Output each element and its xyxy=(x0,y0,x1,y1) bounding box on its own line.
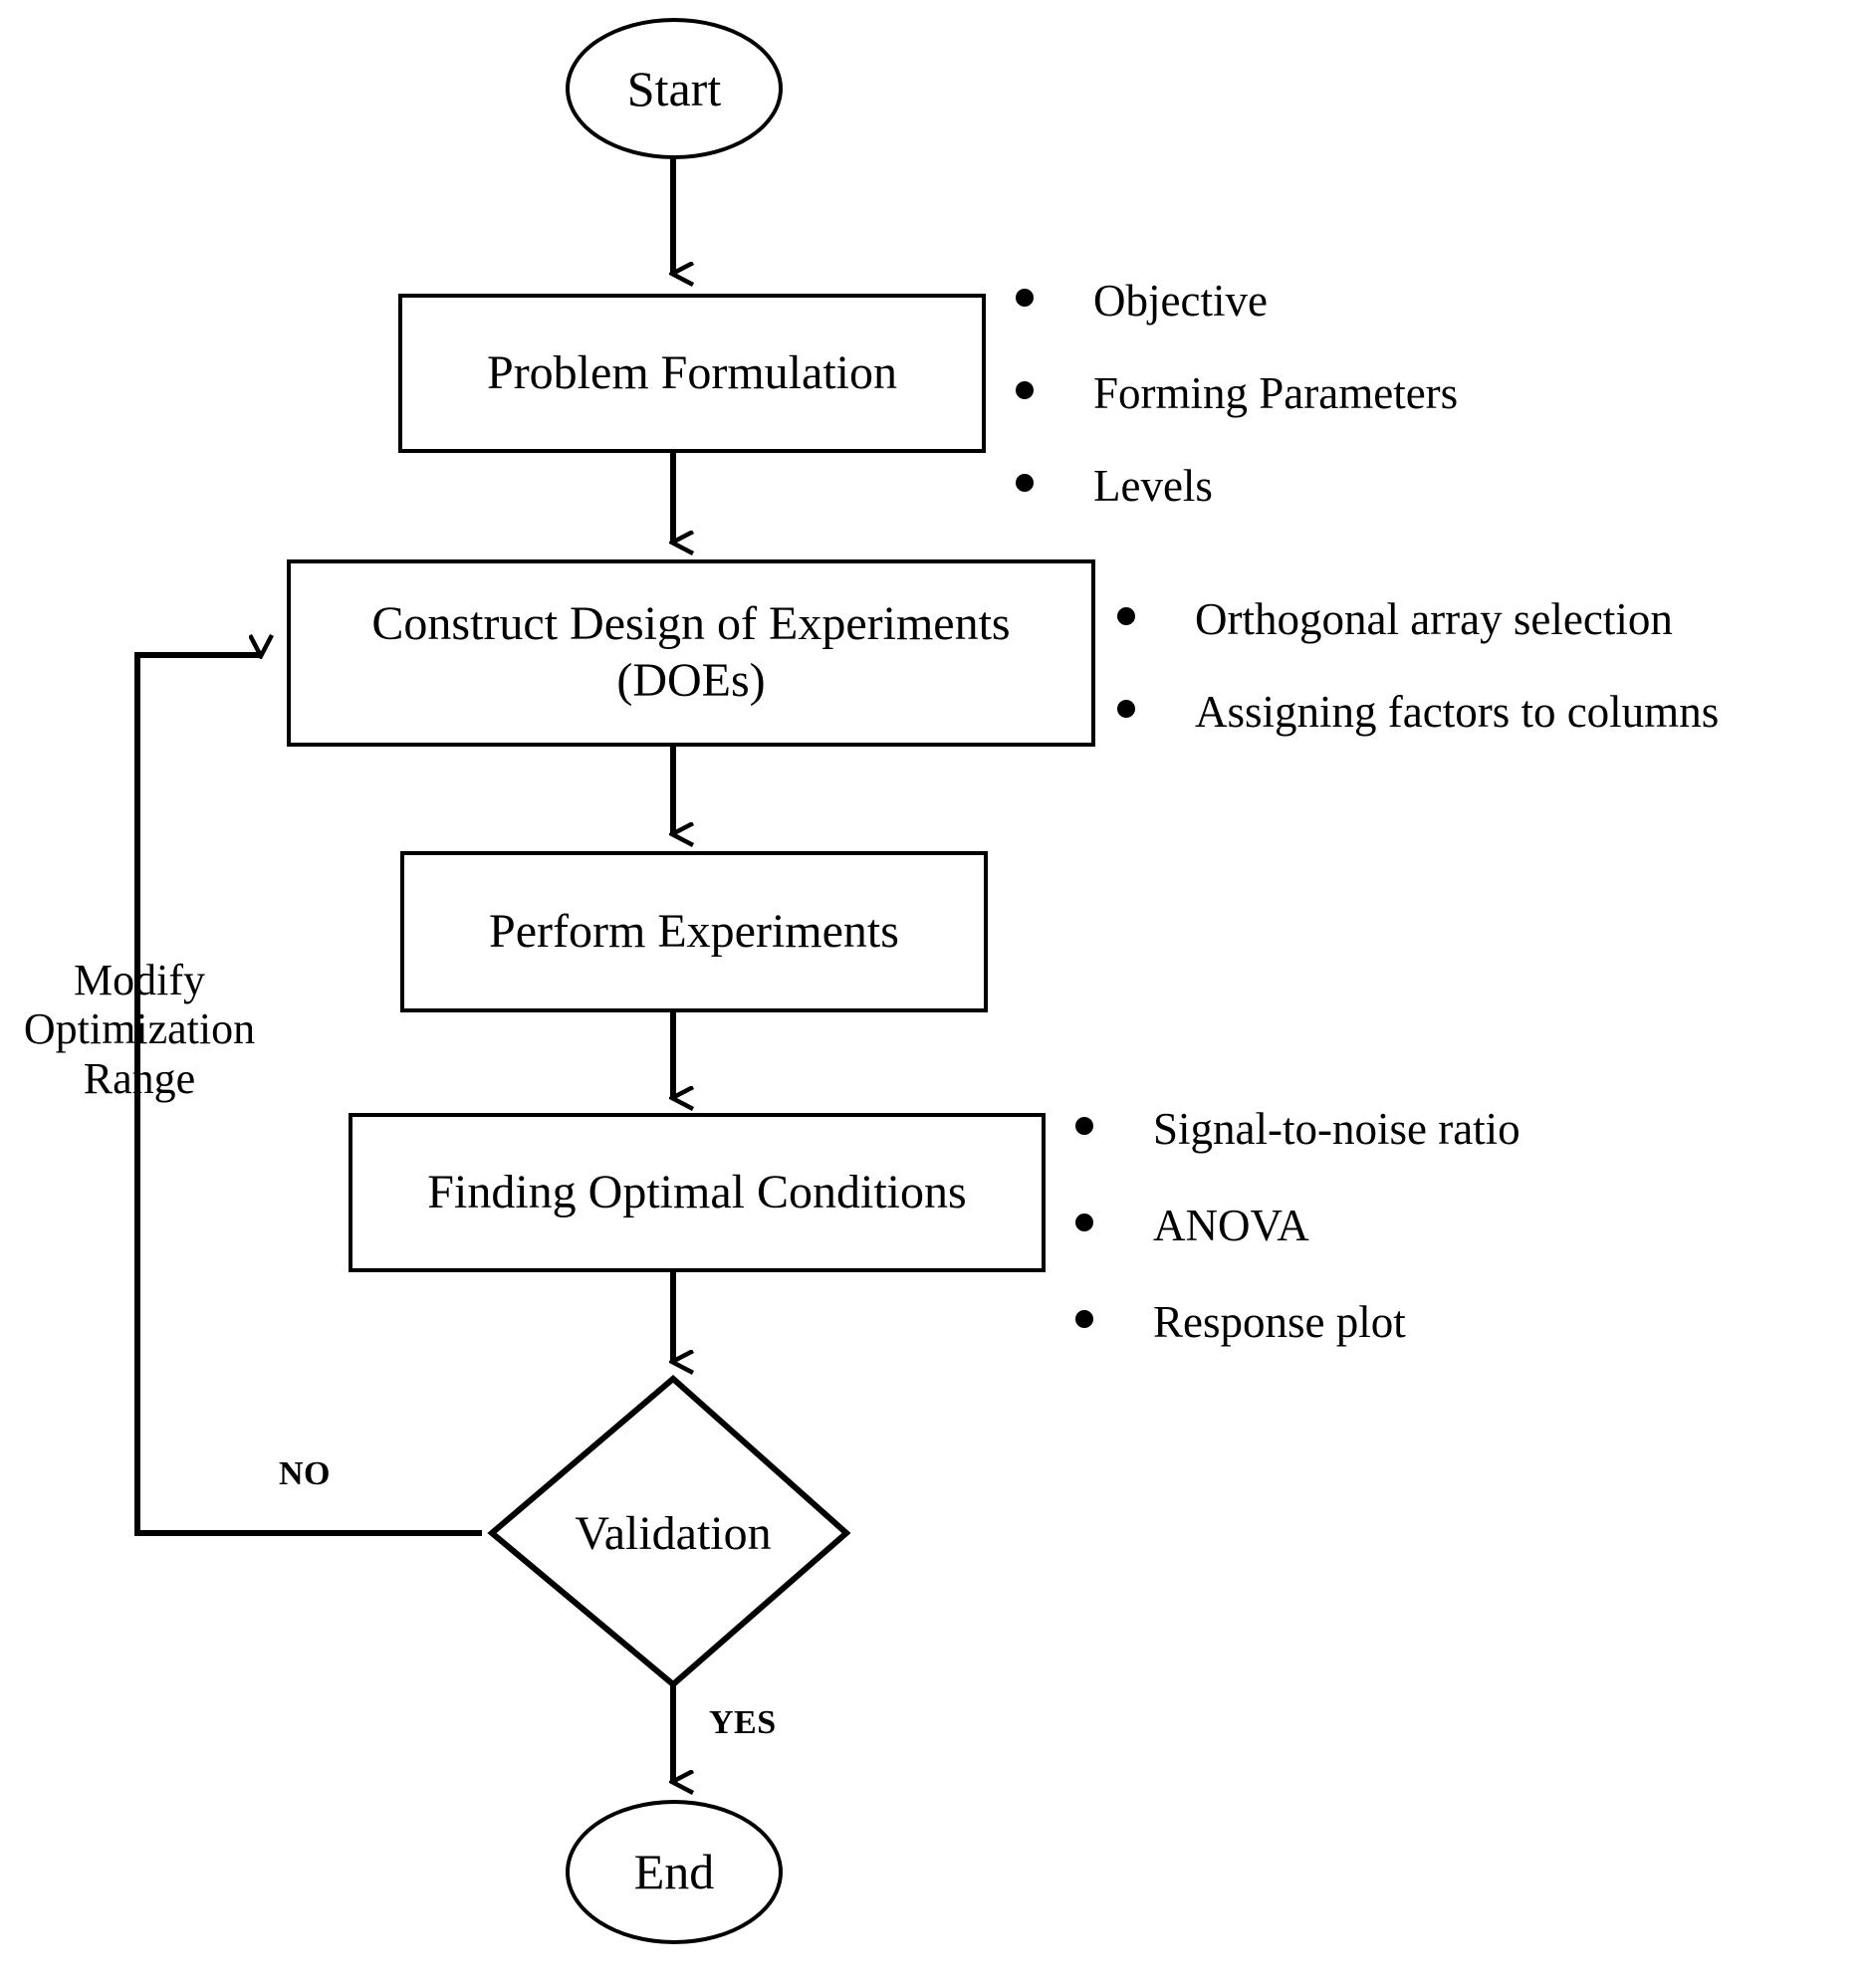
bullet-dot-icon xyxy=(1117,700,1135,718)
edge-label-yes: YES xyxy=(709,1704,777,1742)
bullet-dot-icon xyxy=(1016,381,1034,399)
edge-label-yes-text: YES xyxy=(709,1704,777,1741)
bullet-dot-icon xyxy=(1016,474,1034,492)
list-item: Assigning factors to columns xyxy=(1117,690,1719,735)
bullet-text: Orthogonal array selection xyxy=(1195,594,1673,644)
bullet-text: ANOVA xyxy=(1153,1201,1309,1250)
list-item: Orthogonal array selection xyxy=(1117,597,1719,642)
list-item: Signal-to-noise ratio xyxy=(1075,1107,1521,1152)
node-construct-doe[interactable]: Construct Design of Experiments (DOEs) xyxy=(287,559,1095,747)
node-end-label: End xyxy=(633,1844,715,1899)
node-construct-doe-label-line2: (DOEs) xyxy=(616,654,766,707)
bullet-dot-icon xyxy=(1117,607,1135,625)
loop-label-line2: Optimization xyxy=(23,1004,256,1054)
bullet-dot-icon xyxy=(1016,289,1034,307)
bullet-text: Signal-to-noise ratio xyxy=(1153,1104,1521,1154)
node-finding-optimal-conditions[interactable]: Finding Optimal Conditions xyxy=(349,1113,1046,1272)
loop-label-line1: Modify xyxy=(74,956,205,1004)
loop-label-line3: Range xyxy=(83,1053,196,1103)
bullet-text: Objective xyxy=(1093,276,1268,326)
bullet-dot-icon xyxy=(1075,1214,1093,1231)
node-start[interactable]: Start xyxy=(566,18,783,159)
list-item: Forming Parameters xyxy=(1016,371,1458,416)
node-perform-experiments-label: Perform Experiments xyxy=(489,904,899,958)
node-end[interactable]: End xyxy=(566,1800,783,1944)
bullet-text: Levels xyxy=(1093,461,1213,511)
node-finding-optimal-conditions-label: Finding Optimal Conditions xyxy=(427,1165,967,1218)
bullet-dot-icon xyxy=(1075,1310,1093,1328)
bullet-text: Assigning factors to columns xyxy=(1195,687,1720,737)
edge-label-no-text: NO xyxy=(279,1455,331,1492)
node-validation[interactable]: Validation xyxy=(534,1501,813,1567)
bullets-problem-formulation: Objective Forming Parameters Levels xyxy=(1016,279,1458,509)
node-start-label: Start xyxy=(626,60,722,116)
node-problem-formulation[interactable]: Problem Formulation xyxy=(398,294,986,453)
node-validation-label: Validation xyxy=(575,1506,772,1560)
list-item: Response plot xyxy=(1075,1300,1521,1345)
list-item: Levels xyxy=(1016,464,1458,509)
loop-label-modify-optimization-range: Modify Optimization Range xyxy=(0,956,279,1103)
node-construct-doe-label-line1: Construct Design of Experiments xyxy=(371,597,1011,651)
list-item: Objective xyxy=(1016,279,1458,324)
list-item: ANOVA xyxy=(1075,1204,1521,1248)
bullet-dot-icon xyxy=(1075,1117,1093,1135)
node-perform-experiments[interactable]: Perform Experiments xyxy=(400,851,988,1012)
validation-diamond-shape xyxy=(487,1375,851,1688)
bullets-finding-optimal: Signal-to-noise ratio ANOVA Response plo… xyxy=(1075,1107,1521,1345)
node-problem-formulation-label: Problem Formulation xyxy=(487,345,897,399)
bullet-text: Forming Parameters xyxy=(1093,368,1459,418)
bullet-text: Response plot xyxy=(1153,1297,1406,1347)
edge-label-no: NO xyxy=(279,1455,331,1493)
bullets-construct-doe: Orthogonal array selection Assigning fac… xyxy=(1117,597,1719,735)
